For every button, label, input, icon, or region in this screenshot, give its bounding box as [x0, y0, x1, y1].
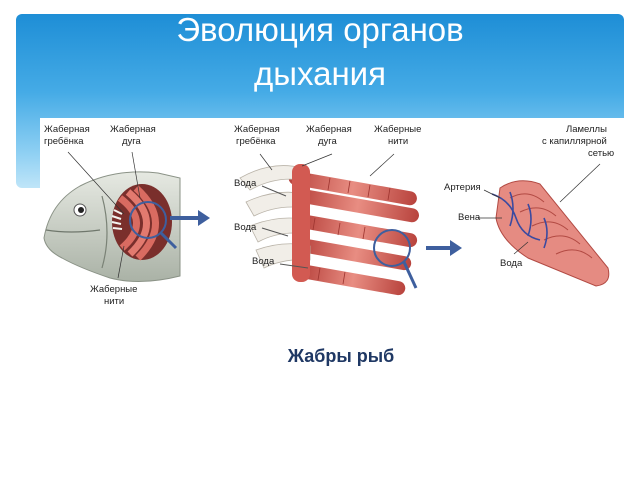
lamella-detail — [491, 180, 610, 287]
label-gill-filaments-1b: нити — [104, 296, 124, 307]
gill-diagram: Жаберная гребёнка Жаберная дуга Жаберные… — [40, 118, 624, 318]
label-gill-arch-1b: дуга — [122, 136, 142, 147]
caption: Жабры рыб — [287, 346, 395, 366]
fish-head — [43, 171, 181, 283]
label-gill-rakers-2b: гребёнка — [236, 136, 276, 147]
water-arrows — [261, 185, 309, 269]
label-vein: Вена — [458, 212, 481, 223]
fish-gill-rakers — [111, 209, 123, 230]
label-gill-rakers-1a: Жаберная — [44, 124, 90, 135]
label-gill-arch-2b: дуга — [318, 136, 338, 147]
gill-section — [239, 164, 420, 296]
magnifier-circle-2 — [373, 229, 411, 267]
label-water-4: Вода — [500, 258, 523, 269]
label-gill-arch-2a: Жаберная — [306, 124, 352, 135]
slide-title-line-1: Эволюция органов — [176, 11, 464, 48]
gill-filament-stack — [288, 171, 420, 296]
label-gill-rakers-2a: Жаберная — [234, 124, 280, 135]
slide-title-line-2: дыхания — [254, 55, 386, 92]
magnifier-circle-1 — [129, 201, 167, 239]
label-water-1: Вода — [234, 178, 257, 189]
label-gill-filaments-2a: Жаберные — [374, 124, 421, 135]
label-gill-filaments-2b: нити — [388, 136, 408, 147]
slide-title: Эволюция органов дыхания — [16, 8, 624, 96]
label-lamellae-b: с капиллярной — [542, 136, 607, 147]
label-gill-filaments-1a: Жаберные — [90, 284, 137, 295]
leader-lines — [67, 151, 601, 279]
arrow-1 — [170, 210, 210, 226]
fish-gill-arches — [117, 185, 159, 261]
arrow-2 — [426, 240, 462, 256]
label-lamellae-a: Ламеллы — [566, 124, 607, 135]
label-artery: Артерия — [444, 182, 481, 193]
label-water-2: Вода — [234, 222, 257, 233]
label-gill-arch-1a: Жаберная — [110, 124, 156, 135]
gill-arch-bar — [292, 164, 310, 282]
gill-diagram-svg: Жаберная гребёнка Жаберная дуга Жаберные… — [43, 124, 614, 307]
label-water-3: Вода — [252, 256, 275, 267]
capillary-vessels — [491, 191, 548, 249]
label-lamellae-c: сетью — [588, 148, 614, 159]
label-gill-rakers-1b: гребёнка — [44, 136, 84, 147]
